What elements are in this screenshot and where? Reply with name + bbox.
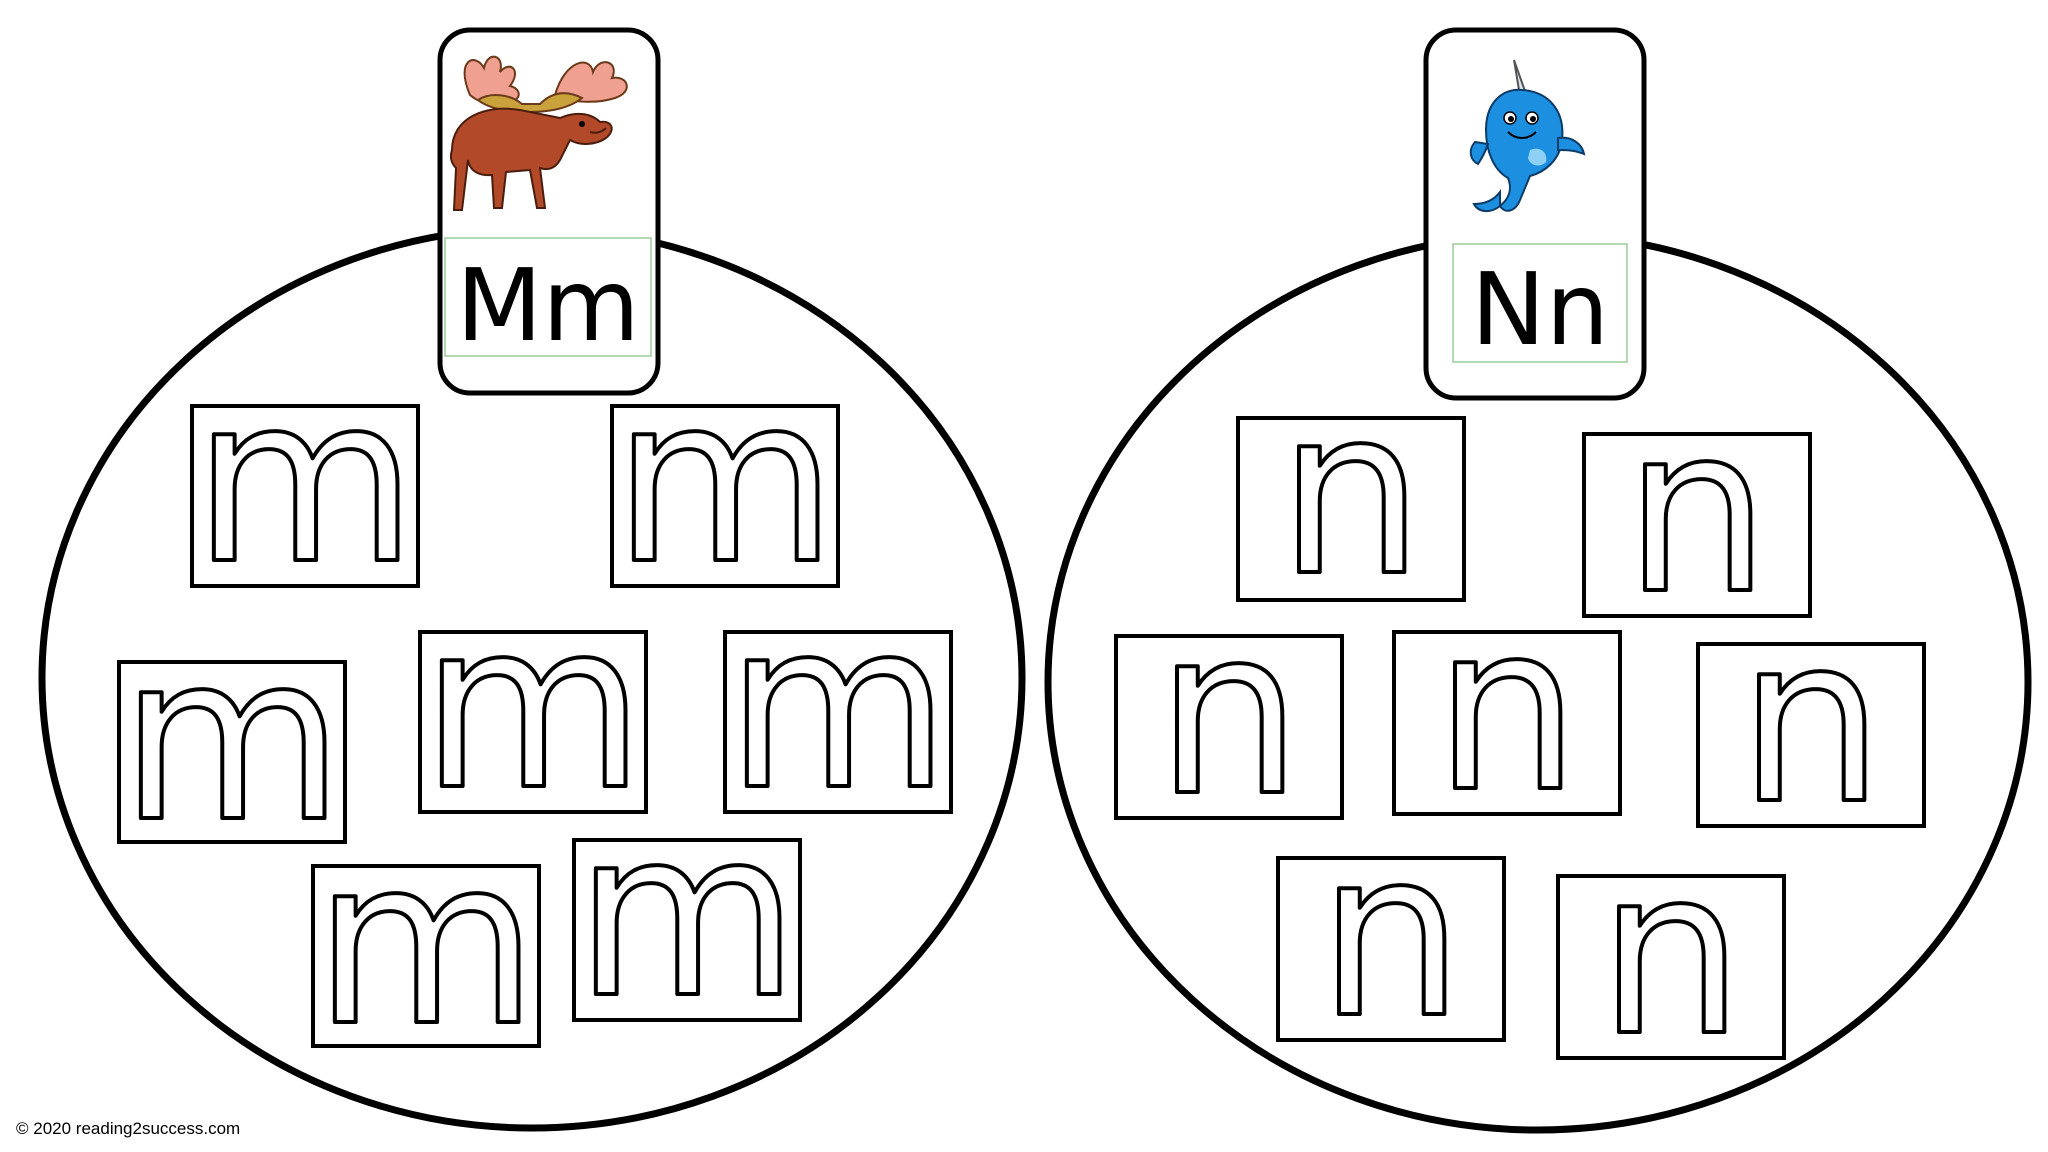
- card-label-mm: Mm: [456, 247, 640, 364]
- right-tiles: n n n n n n n: [1114, 358, 1926, 1089]
- tile-letter-m: m: [575, 782, 799, 1049]
- letter-tile[interactable]: n: [1582, 376, 1812, 647]
- tile-letter-m: m: [613, 348, 837, 615]
- card-nn: Nn: [1423, 27, 1647, 401]
- letter-tile[interactable]: n: [1236, 358, 1466, 629]
- copyright-text: © 2020 reading2success.com: [16, 1119, 240, 1138]
- tile-letter-m: m: [120, 606, 344, 873]
- tile-letter-n: n: [1738, 588, 1884, 855]
- right-sort-group: Nn n n n n n: [1044, 27, 2032, 1134]
- letter-tile[interactable]: n: [1276, 800, 1506, 1071]
- narwhal-icon: [1469, 59, 1586, 212]
- card-label-nn: Nn: [1471, 251, 1609, 368]
- tile-letter-n: n: [1278, 360, 1424, 627]
- letter-tile[interactable]: m: [723, 572, 953, 843]
- letter-tile[interactable]: n: [1392, 574, 1622, 845]
- letter-tile[interactable]: m: [117, 604, 347, 875]
- letter-tile[interactable]: m: [418, 572, 648, 843]
- tile-letter-n: n: [1318, 802, 1464, 1069]
- tile-letter-m: m: [726, 574, 950, 841]
- letter-tile[interactable]: n: [1556, 818, 1786, 1089]
- tile-letter-m: m: [421, 574, 645, 841]
- letter-tile[interactable]: m: [572, 780, 802, 1051]
- tile-letter-n: n: [1156, 580, 1302, 847]
- tile-letter-m: m: [193, 348, 417, 615]
- tile-letter-n: n: [1624, 378, 1770, 645]
- letter-tile[interactable]: m: [311, 808, 541, 1079]
- letter-tile[interactable]: n: [1696, 586, 1926, 857]
- letter-tile[interactable]: m: [190, 346, 420, 617]
- tile-letter-n: n: [1434, 576, 1580, 843]
- moose-icon: [449, 55, 628, 211]
- tile-letter-n: n: [1598, 820, 1744, 1087]
- tile-letter-m: m: [314, 810, 538, 1077]
- letter-tile[interactable]: m: [610, 346, 840, 617]
- card-mm: Mm: [437, 27, 661, 396]
- left-tiles: m m m m m m m: [117, 346, 953, 1079]
- left-sort-group: Mm m m m m m: [38, 27, 1026, 1132]
- letter-tile[interactable]: n: [1114, 578, 1344, 849]
